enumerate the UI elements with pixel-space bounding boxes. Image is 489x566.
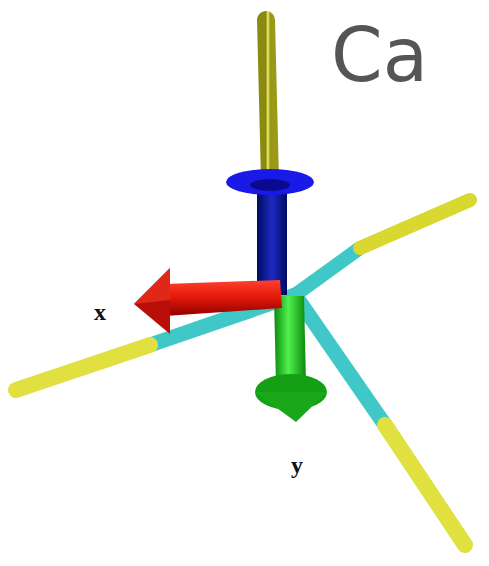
- axis-label: x: [94, 300, 106, 324]
- axis-label: y: [291, 453, 303, 477]
- element-symbol: Ca: [331, 18, 428, 92]
